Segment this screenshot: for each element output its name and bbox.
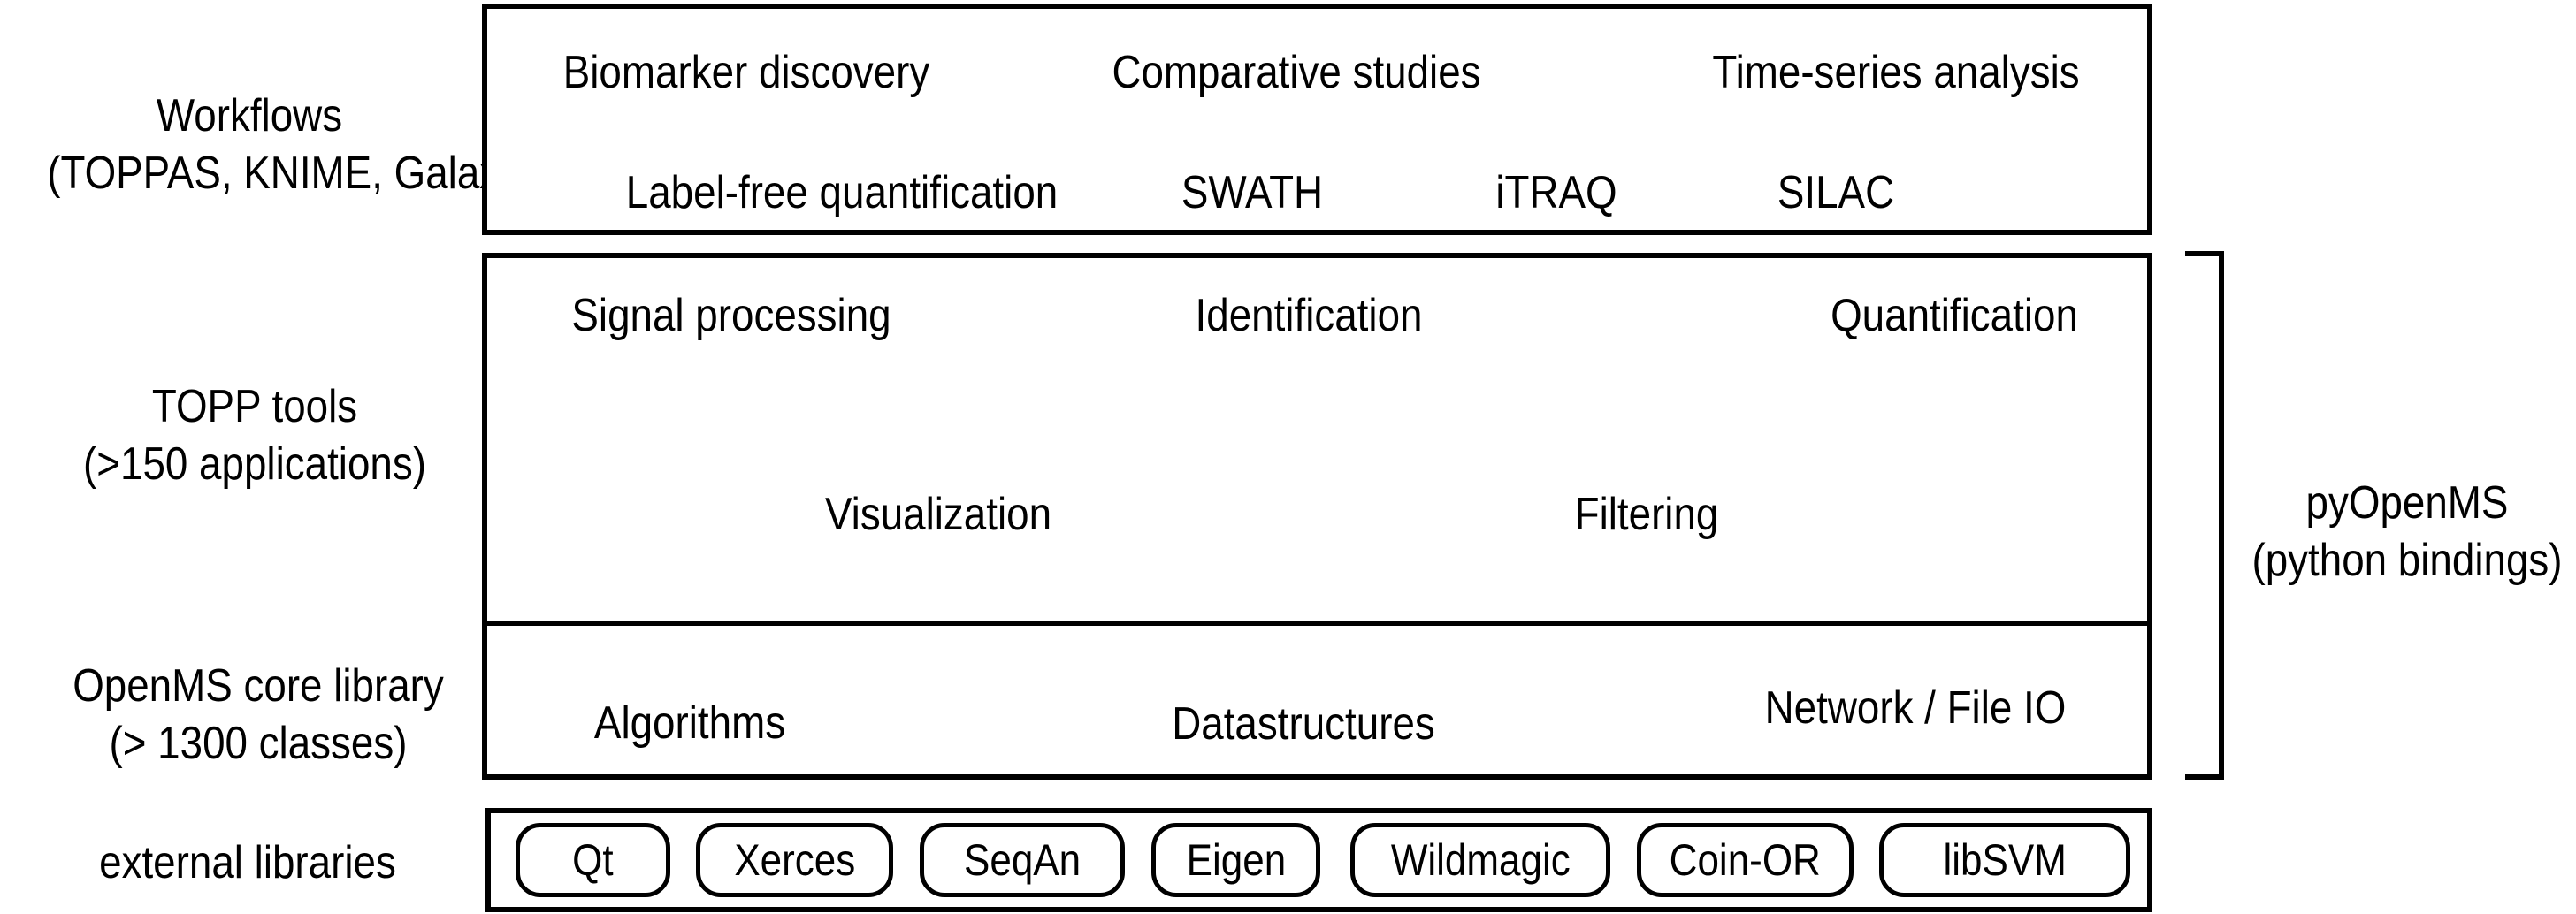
- pyopenms-label-line1: pyOpenMS: [2305, 477, 2509, 529]
- workflow-comparative-studies: Comparative studies: [1112, 47, 1481, 98]
- pyopenms-label-line2: (python bindings): [2251, 535, 2563, 586]
- core-library-layer-label: OpenMS core library (> 1300 classes): [56, 658, 461, 773]
- workflows-layer-label-line2: (TOPPAS, KNIME, Galaxy): [47, 148, 534, 199]
- pyopenms-label: pyOpenMS (python bindings): [2205, 475, 2576, 590]
- external-lib-seqan: SeqAn: [920, 823, 1125, 897]
- topp-tools-layer-label-line2: (>150 applications): [83, 438, 426, 490]
- core-network-file-io: Network / File IO: [1764, 682, 2067, 734]
- external-lib-libsvm: libSVM: [1879, 823, 2130, 897]
- workflow-label-free-quantification: Label-free quantification: [625, 167, 1059, 218]
- external-libraries-layer-label: external libraries: [45, 834, 450, 892]
- external-libraries-layer-label-line1: external libraries: [99, 837, 396, 888]
- workflows-box: [482, 4, 2152, 235]
- topp-tools-layer-label-line1: TOPP tools: [151, 381, 358, 432]
- external-lib-eigen: Eigen: [1151, 823, 1320, 897]
- topp-tools-layer-label: TOPP tools (>150 applications): [52, 378, 457, 493]
- core-library-layer-label-line1: OpenMS core library: [73, 660, 444, 712]
- workflows-layer-label-line1: Workflows: [156, 90, 343, 141]
- topp-tools-box: [482, 253, 2152, 628]
- workflows-layer-label: Workflows (TOPPAS, KNIME, Galaxy): [47, 88, 534, 202]
- topp-quantification: Quantification: [1831, 290, 2078, 341]
- core-library-box: [482, 621, 2152, 780]
- topp-signal-processing: Signal processing: [571, 290, 891, 341]
- workflow-time-series-analysis: Time-series analysis: [1712, 47, 2080, 98]
- external-lib-qt: Qt: [516, 823, 670, 897]
- workflow-swath: SWATH: [1181, 167, 1324, 218]
- topp-identification: Identification: [1195, 290, 1423, 341]
- topp-filtering: Filtering: [1574, 489, 1719, 540]
- topp-visualization: Visualization: [824, 489, 1052, 540]
- external-lib-coin-or: Coin-OR: [1637, 823, 1854, 897]
- workflow-silac: SILAC: [1777, 167, 1895, 218]
- core-library-layer-label-line2: (> 1300 classes): [109, 718, 408, 769]
- core-datastructures: Datastructures: [1172, 698, 1435, 750]
- core-algorithms: Algorithms: [593, 697, 786, 749]
- workflow-itraq: iTRAQ: [1495, 167, 1617, 218]
- workflow-biomarker-discovery: Biomarker discovery: [562, 47, 930, 98]
- external-lib-wildmagic: Wildmagic: [1350, 823, 1610, 897]
- pyopenms-bracket: [2185, 251, 2224, 780]
- external-lib-xerces: Xerces: [696, 823, 893, 897]
